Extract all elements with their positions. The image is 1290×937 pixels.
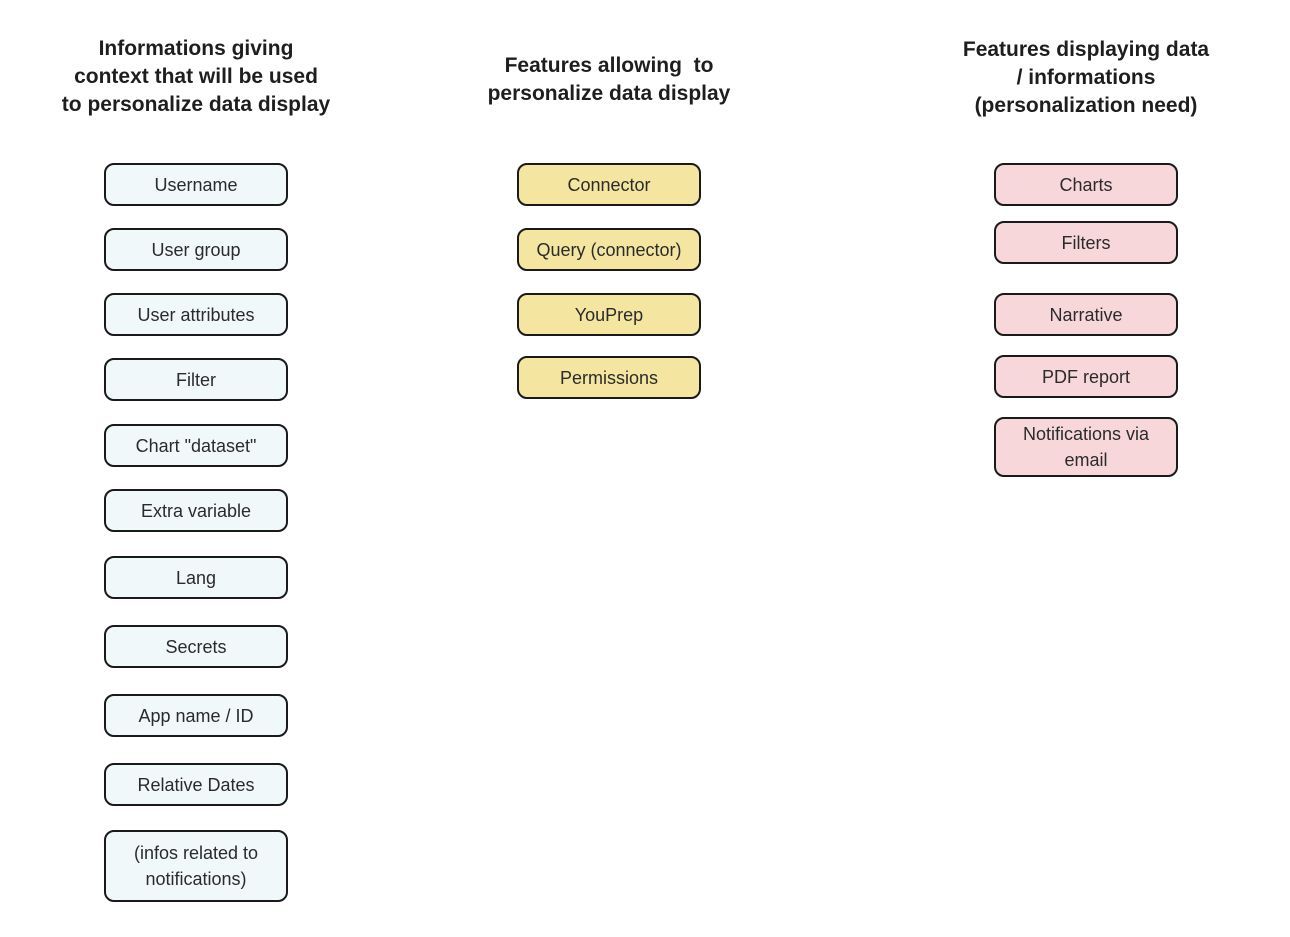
node-secrets: Secrets <box>104 625 288 668</box>
node-chart-dataset: Chart "dataset" <box>104 424 288 467</box>
node-username: Username <box>104 163 288 206</box>
node-permissions: Permissions <box>517 356 701 399</box>
node-connector: Connector <box>517 163 701 206</box>
column-title-display-features: Features displaying data / informations … <box>962 38 1210 117</box>
node-narrative: Narrative <box>994 293 1178 336</box>
column-title-context-informations: Informations giving context that will be… <box>61 37 331 116</box>
node-filters: Filters <box>994 221 1178 264</box>
node-user-attributes: User attributes <box>104 293 288 336</box>
node-lang: Lang <box>104 556 288 599</box>
column-title-personalization-features: Features allowing to personalize data di… <box>487 54 731 105</box>
node-charts: Charts <box>994 163 1178 206</box>
node-user-group: User group <box>104 228 288 271</box>
node-youprep: YouPrep <box>517 293 701 336</box>
node-query-connector: Query (connector) <box>517 228 701 271</box>
node-relative-dates: Relative Dates <box>104 763 288 806</box>
column-personalization-features: Connector Query (connector) YouPrep Perm… <box>419 163 799 399</box>
node-extra-variable: Extra variable <box>104 489 288 532</box>
node-notification-infos: (infos related to notifications) <box>104 830 288 902</box>
column-display-features: Charts Filters Narrative PDF report Noti… <box>896 163 1276 477</box>
node-filter: Filter <box>104 358 288 401</box>
column-context-informations: Username User group User attributes Filt… <box>6 163 386 902</box>
node-app-name-id: App name / ID <box>104 694 288 737</box>
node-pdf-report: PDF report <box>994 355 1178 398</box>
node-notifications-email: Notifications via email <box>994 417 1178 477</box>
